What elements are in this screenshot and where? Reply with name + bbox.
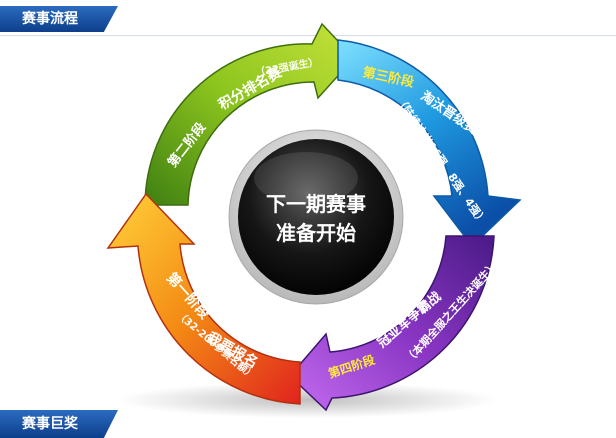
section-tab-prizes[interactable]: 赛事巨奖 — [0, 410, 118, 438]
stage3-arrow[interactable] — [337, 39, 522, 248]
center-disc — [228, 129, 404, 305]
stage4-arrow[interactable] — [288, 235, 495, 412]
section-tab-process[interactable]: 赛事流程 — [0, 6, 118, 32]
header-divider — [0, 35, 616, 36]
center-line2: 准备开始 — [276, 221, 356, 245]
ring-shadow — [118, 382, 498, 418]
center-line1: 下一期赛事 — [266, 192, 366, 216]
stage1-arrow[interactable] — [106, 192, 301, 405]
stage2-arrow[interactable] — [144, 22, 356, 206]
